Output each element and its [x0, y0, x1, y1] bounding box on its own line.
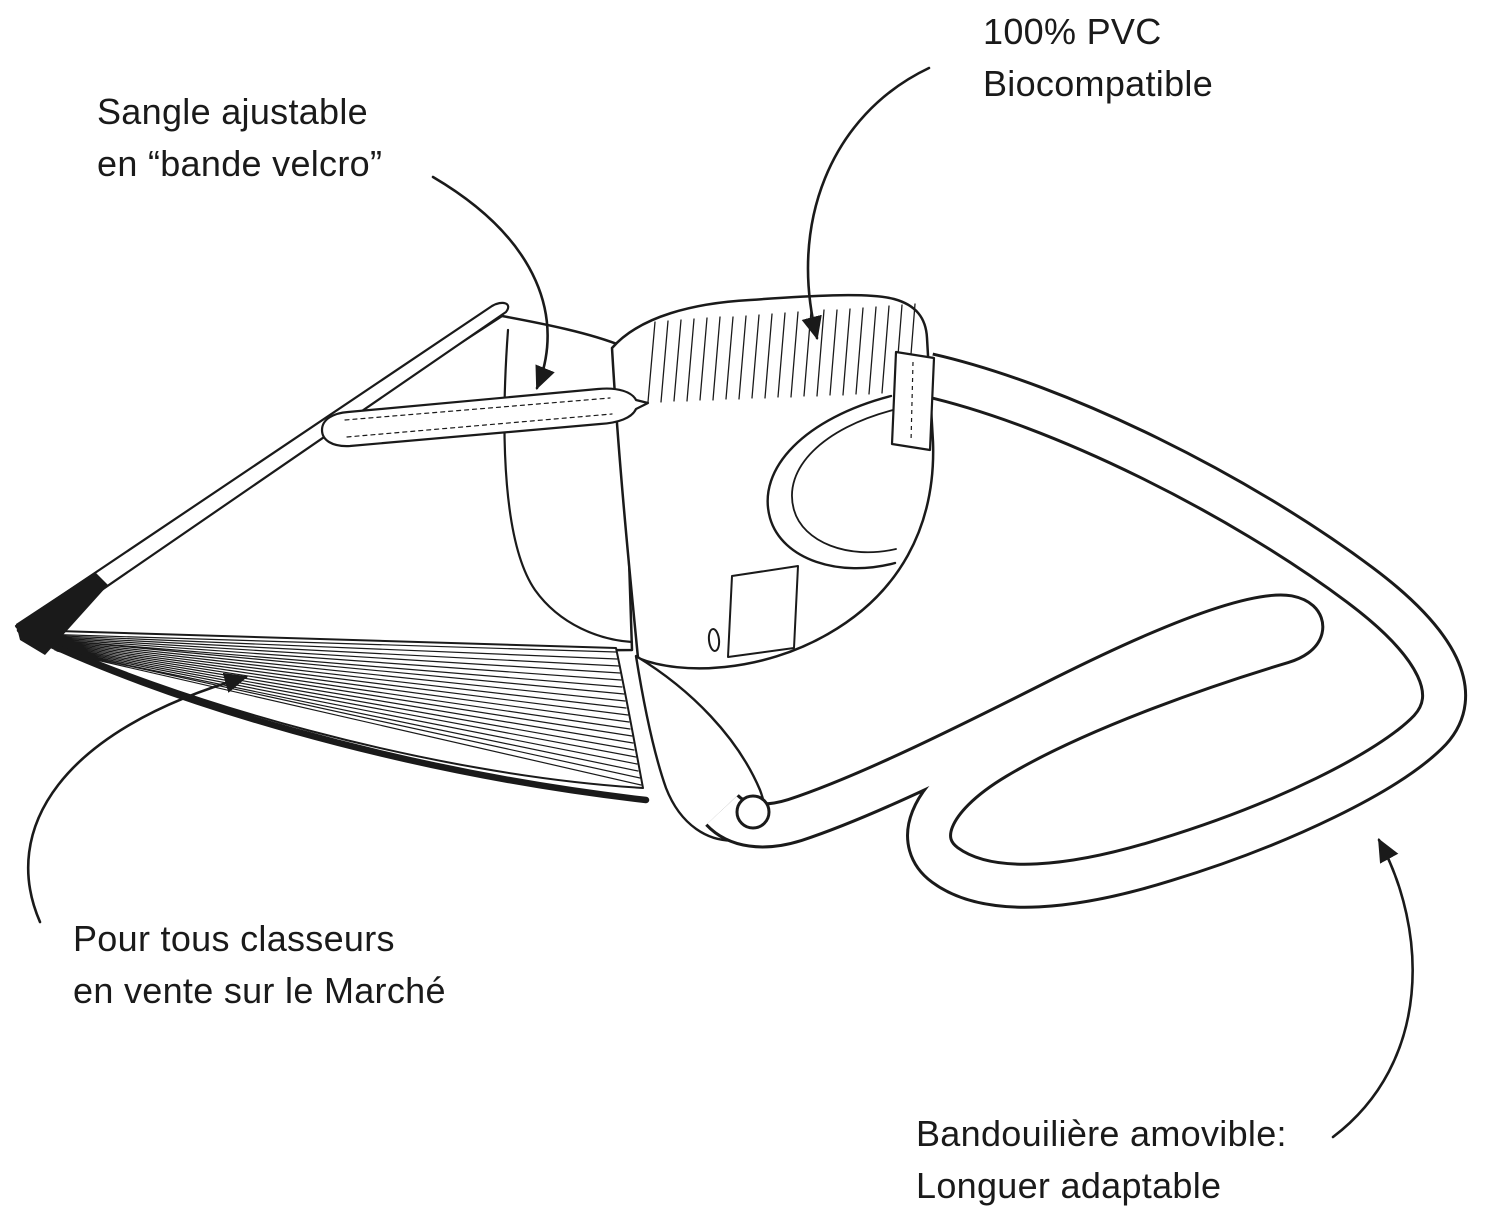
strap-mount-stitch: [910, 361, 914, 443]
flap-surface: [20, 314, 634, 652]
arrow-to-shoulder-strap: [1331, 838, 1414, 1139]
annotation-line: Bandouilière amovible:: [916, 1113, 1287, 1154]
arrow-to-page-block: [26, 672, 249, 924]
annotation-shoulder-strap: Bandouilière amovible: Longuer adaptable: [916, 1108, 1287, 1212]
pvc-pouch: [610, 293, 935, 842]
annotation-arrows: [26, 66, 1414, 1139]
annotation-line: en “bande velcro”: [97, 142, 383, 184]
carry-handle-cutout: [766, 394, 897, 570]
strap-mount: [890, 350, 936, 452]
bag-illustration: [14, 66, 1468, 1139]
annotation-line: en vente sur le Marché: [73, 969, 446, 1011]
annotation-line: 100% PVC: [983, 11, 1162, 52]
velcro-stitching: [344, 397, 613, 438]
velcro-strap-tab: [320, 387, 650, 448]
annotation-line: Longuer adaptable: [916, 1164, 1222, 1206]
cover-bottom-edge: [16, 626, 650, 804]
page-block: [16, 572, 650, 804]
diagram-page: Sangle ajustable en “bande velcro” 100% …: [14, 6, 1468, 1206]
strap-slot: [707, 628, 721, 652]
annotation-line: Pour tous classeurs: [73, 918, 395, 959]
arrow-to-velcro-strap: [431, 175, 555, 390]
page-edge-hatch: [37, 633, 642, 786]
annotation-binder-fit: Pour tous classeurs en vente sur le Marc…: [73, 913, 446, 1017]
carry-handle-inner-line: [791, 409, 897, 554]
spine-tip-shadow: [16, 572, 108, 655]
annotation-line: Sangle ajustable: [97, 91, 369, 132]
snap-button: [735, 794, 771, 830]
strap-mount-plate: [890, 350, 936, 452]
annotation-velcro-strap: Sangle ajustable en “bande velcro”: [97, 86, 382, 190]
binder-flap: [14, 301, 634, 652]
pouch-body: [610, 293, 935, 670]
arrow-to-pvc-material: [801, 66, 931, 341]
label-window: [727, 565, 799, 658]
shoulder-strap: [705, 352, 1468, 909]
strap-face: [707, 355, 1465, 906]
binder-spine-hatch: [647, 303, 916, 403]
annotation-material: 100% PVC Biocompatible: [983, 6, 1213, 110]
annotation-line: Biocompatible: [983, 62, 1214, 104]
